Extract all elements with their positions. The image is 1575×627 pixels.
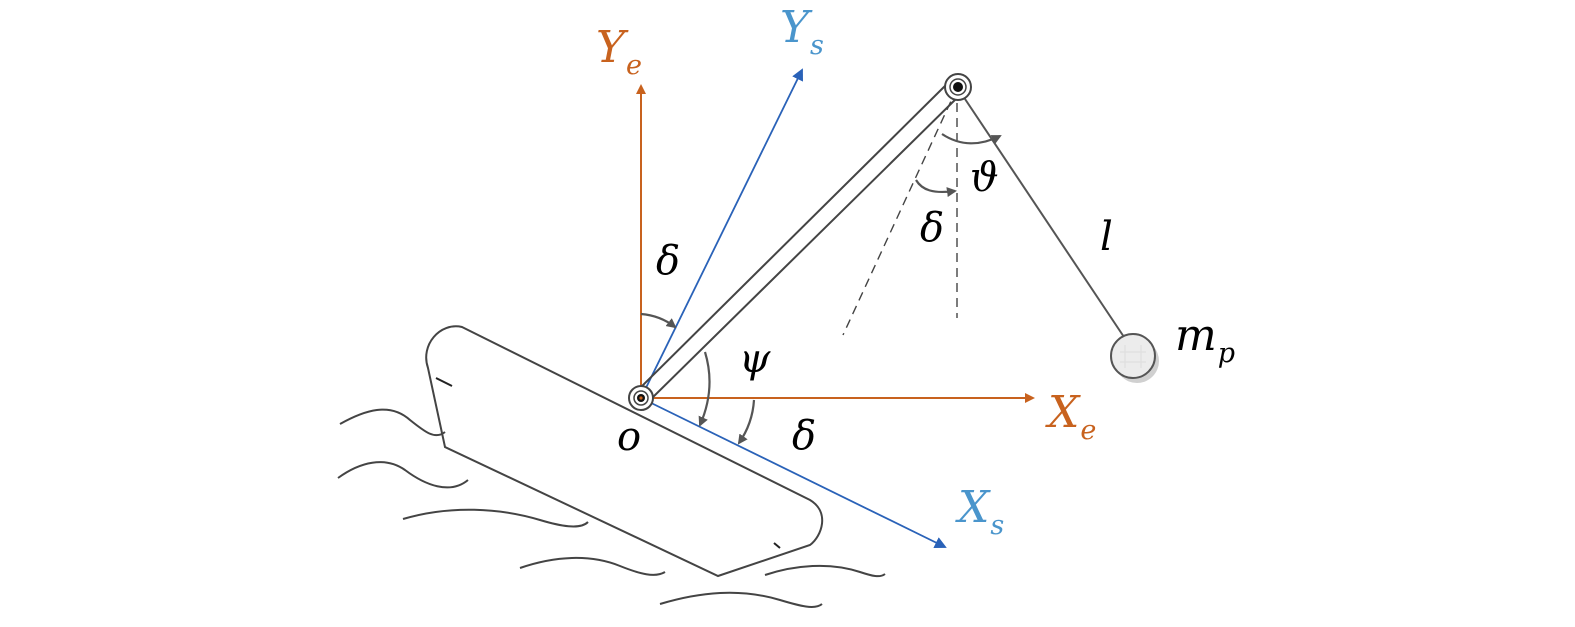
ys-axis (640, 68, 803, 399)
ship-hull (425, 325, 823, 578)
label-ye: Ye (596, 22, 642, 81)
arc-delta-tip (915, 179, 957, 198)
label-mass-sub: p (1218, 338, 1235, 369)
label-xs-main: X (955, 482, 991, 533)
label-ys-main: Y (780, 2, 813, 53)
label-delta-top: δ (656, 238, 680, 284)
earth-frame-axes (636, 84, 1035, 403)
label-xe-sub: e (1080, 415, 1096, 446)
cable (958, 89, 1129, 344)
origin-pivot (628, 385, 654, 411)
boom-tip-pin (944, 73, 972, 101)
label-delta-bottom: δ (792, 413, 816, 459)
label-length: l (1100, 214, 1113, 260)
label-xe-main: X (1045, 387, 1081, 438)
angle-arcs (640, 133, 1002, 445)
arc-psi (698, 351, 711, 427)
payload-mass (1110, 333, 1159, 383)
arc-theta (941, 133, 1002, 145)
label-psi: ψ (739, 336, 771, 382)
xs-axis (640, 397, 947, 548)
crane-boom (635, 79, 964, 403)
label-ys-sub: s (810, 30, 824, 61)
arc-delta-top (640, 312, 677, 329)
arc-delta-bottom (737, 399, 756, 445)
water-waves (337, 408, 886, 608)
label-delta-tip: δ (920, 205, 944, 251)
label-xs-sub: s (990, 510, 1004, 541)
label-ys: Ys (780, 2, 824, 61)
ship-frame-axes (640, 68, 947, 548)
label-mass-main: m (1175, 310, 1217, 361)
label-origin: o (617, 414, 641, 460)
label-theta: ϑ (970, 155, 999, 201)
label-ye-main: Y (596, 22, 629, 73)
label-ye-sub: e (626, 50, 642, 81)
reference-dashed-lines (842, 87, 958, 336)
label-xe: Xe (1045, 387, 1096, 446)
label-mass: mp (1175, 310, 1235, 369)
label-xs: Xs (955, 482, 1004, 541)
